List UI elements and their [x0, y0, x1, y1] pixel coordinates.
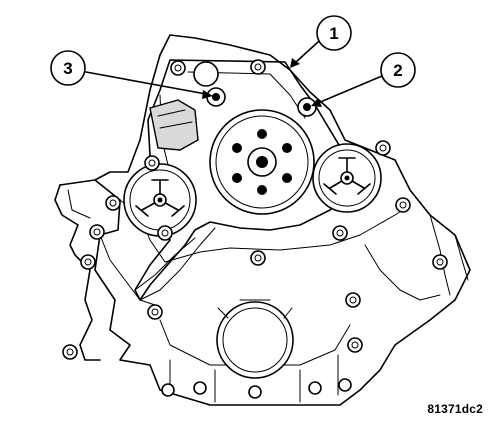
pump-pulley — [209, 109, 315, 215]
callout-2: 2 — [380, 52, 416, 88]
right-idler-pulley — [312, 143, 382, 213]
crankshaft-seal-bore — [216, 299, 294, 379]
leader-lines — [85, 41, 383, 107]
left-idler-pulley — [123, 163, 197, 237]
callout-2-label: 2 — [393, 61, 402, 80]
callout-1-label: 1 — [329, 24, 338, 43]
callout-1: 1 — [316, 15, 352, 51]
callout-3: 3 — [50, 50, 86, 86]
figure-id: 81371dc2 — [427, 402, 483, 416]
callout-3-label: 3 — [63, 59, 72, 78]
callout-bolt-3 — [206, 87, 226, 107]
callout-bolt-2 — [297, 97, 317, 117]
